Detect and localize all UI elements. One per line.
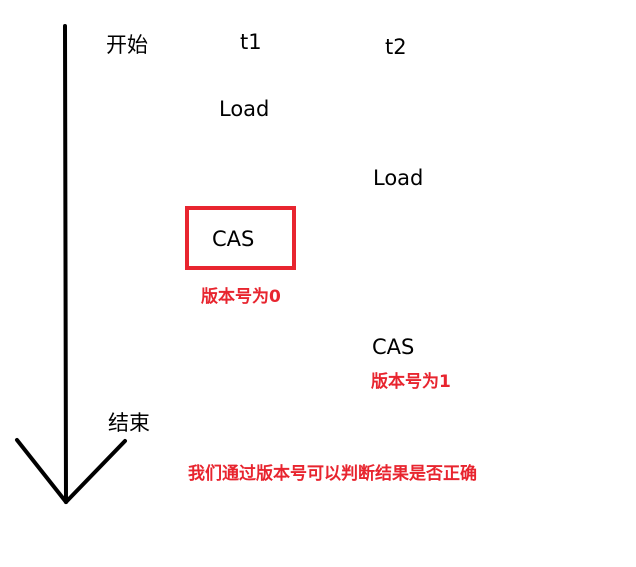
timeline-shaft — [63, 24, 68, 504]
arrowhead-right — [64, 439, 127, 504]
thread-t2-label: t2 — [385, 35, 407, 59]
conclusion-note: 我们通过版本号可以判断结果是否正确 — [188, 464, 477, 484]
t1-cas-label: CAS — [212, 227, 255, 251]
t2-load-label: Load — [373, 166, 424, 190]
t2-version-note: 版本号为1 — [371, 372, 451, 392]
t1-cas-highlight-box — [185, 206, 296, 270]
arrowhead-left — [15, 438, 68, 504]
t1-load-label: Load — [219, 97, 270, 121]
thread-t1-label: t1 — [240, 30, 262, 54]
t1-version-note: 版本号为0 — [201, 287, 281, 307]
t2-cas-label: CAS — [372, 335, 415, 359]
start-label: 开始 — [106, 33, 148, 57]
end-label: 结束 — [108, 411, 150, 435]
